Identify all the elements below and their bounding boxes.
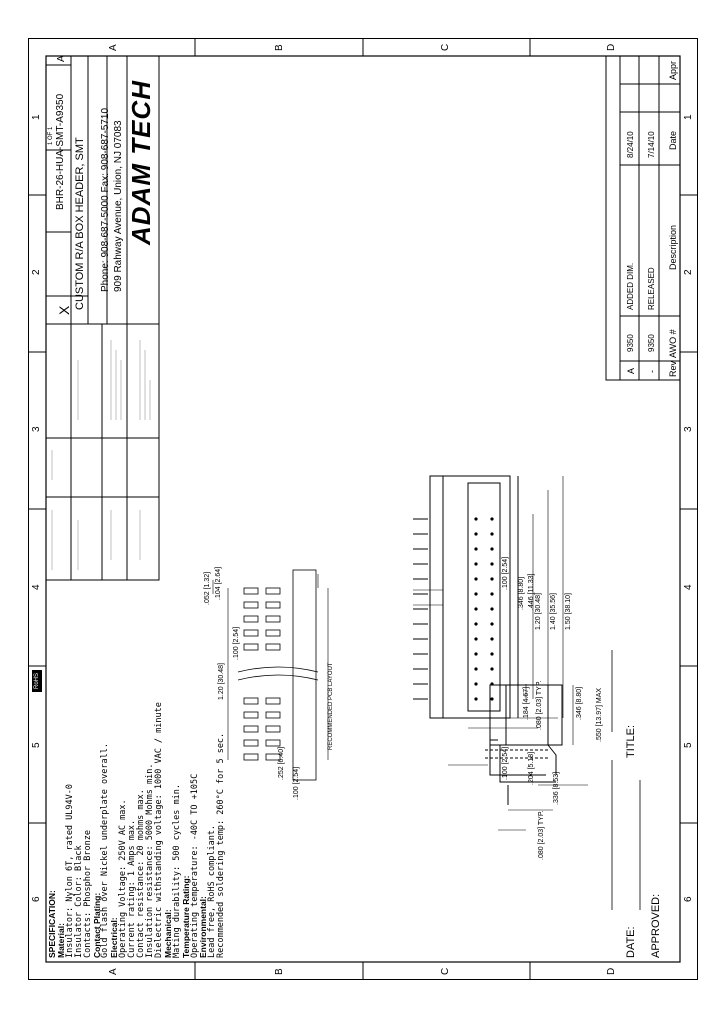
dim-side-typ-2: .080 [2.03] TYP.: [536, 680, 543, 730]
dim-pcb-row-pitch: .100 [2.54]: [293, 766, 300, 800]
drawing-frame: [28, 38, 698, 980]
dim-top-pin-span: 1.20 [30.48]: [535, 593, 542, 630]
spec-line: Gold flash over Nickel underplate overal…: [100, 743, 111, 958]
rotated-drawing: 6 5 4 3 2 1 6 5 4 3 2 1 A B C D A B C D …: [28, 38, 698, 980]
rev-row-2-rev: A: [626, 367, 636, 374]
drawing-title: CUSTOM R/A BOX HEADER, SMT: [74, 137, 86, 310]
rev-header-description: Description: [668, 224, 678, 270]
col-label-2: 2: [31, 269, 42, 275]
col-label-4-bottom: 4: [683, 584, 694, 590]
top-view-leads: [413, 518, 428, 700]
dim-top-window: 1.40 [35.56]: [550, 593, 557, 630]
dim-pcb-pitch: .100 [2.54]: [233, 626, 240, 660]
dim-side-body: .346 [8.80]: [576, 686, 583, 720]
row-label-a-right: A: [108, 44, 119, 51]
row-label-b: B: [274, 968, 285, 975]
title-label: TITLE:: [625, 724, 637, 758]
company-logo: ADAM TECH: [126, 80, 156, 245]
rev-header-awo: AWO #: [668, 329, 678, 358]
pcb-layout-caption: RECOMMENDED PCB LAYOUT: [328, 662, 334, 750]
rev-row-2-date: 8/24/10: [626, 131, 635, 158]
dim-side-overall: .550 [13.97] MAX: [596, 687, 603, 742]
rev-header-appr: Appr: [668, 60, 678, 80]
pcb-pads: [237, 569, 319, 781]
rev-row-1-rev: -: [647, 370, 657, 373]
spec-line: SPECIFICATION:: [47, 890, 57, 958]
col-label-1: 1: [31, 114, 42, 120]
rev-letter: A: [56, 55, 67, 62]
specification-block: SPECIFICATION: Material: Insulator: Nylo…: [47, 678, 227, 958]
scale-mark: X: [56, 305, 72, 315]
dim-top-depth: .446 [11.33]: [528, 573, 535, 610]
row-label-c: C: [440, 967, 451, 975]
dim-top-body: .346 [8.80]: [518, 576, 525, 610]
dim-pcb-span: 1.20 [30.48]: [218, 663, 225, 700]
rev-header-rev: Rev: [668, 360, 678, 377]
row-label-a: A: [108, 968, 119, 975]
col-label-6: 6: [31, 896, 42, 902]
pin-field: [474, 517, 494, 701]
col-label-5: 5: [31, 742, 42, 748]
dim-pcb-pad-length: .104 [2.64]: [215, 566, 222, 600]
rohs-badge: RoHS: [32, 669, 42, 692]
rev-header-date: Date: [668, 130, 678, 150]
col-label-1-bottom: 1: [683, 114, 694, 120]
company-phone: Phone: 908-687-5000 Fax: 908-687-5710: [100, 107, 111, 292]
rev-row-1-awo: 9350: [647, 334, 656, 352]
dim-top-overall: 1.50 [38.10]: [565, 593, 572, 630]
dim-side-height: .204 [5.18]: [528, 751, 535, 785]
rev-row-1-desc: RELEASED: [647, 267, 656, 310]
dim-side-typ-1: .080 [2.03] TYP.: [538, 810, 545, 860]
dim-side-foot: .184 [4.67]: [523, 686, 530, 720]
col-label-5-bottom: 5: [683, 742, 694, 748]
rev-row-2-awo: 9350: [626, 334, 635, 352]
dim-side-lead: .336 [8.53]: [553, 771, 560, 805]
sheet-label: 1 OF 1: [48, 126, 54, 145]
approved-label: APPROVED:: [650, 893, 662, 958]
rev-row-1-date: 7/14/10: [647, 131, 656, 158]
row-label-b-right: B: [274, 44, 285, 51]
col-label-6-bottom: 6: [683, 896, 694, 902]
spec-line: Recommended soldering temp: 260°C for 5 …: [216, 732, 227, 958]
dim-top-row-pitch: .100 [2.54]: [502, 746, 509, 780]
row-label-d: D: [606, 967, 617, 975]
col-label-3-bottom: 3: [683, 426, 694, 432]
date-label: DATE:: [625, 926, 637, 958]
rev-row-2-desc: ADDED DIM.: [626, 262, 635, 310]
dim-top-pitch: .100 [2.54]: [502, 556, 509, 590]
company-address: 909 Rahway Avenue, Union, NJ 07083: [113, 120, 124, 292]
col-label-2-bottom: 2: [683, 269, 694, 275]
row-label-d-right: D: [606, 43, 617, 51]
col-label-4: 4: [31, 584, 42, 590]
col-label-3: 3: [31, 426, 42, 432]
row-label-c-right: C: [440, 43, 451, 51]
dim-pcb-pad-width: .052 [1.32]: [204, 571, 211, 605]
part-number: BHR-26-HUA-SMT-A9350: [55, 93, 66, 210]
dim-pcb-row-span: .252 [6.40]: [278, 746, 285, 780]
